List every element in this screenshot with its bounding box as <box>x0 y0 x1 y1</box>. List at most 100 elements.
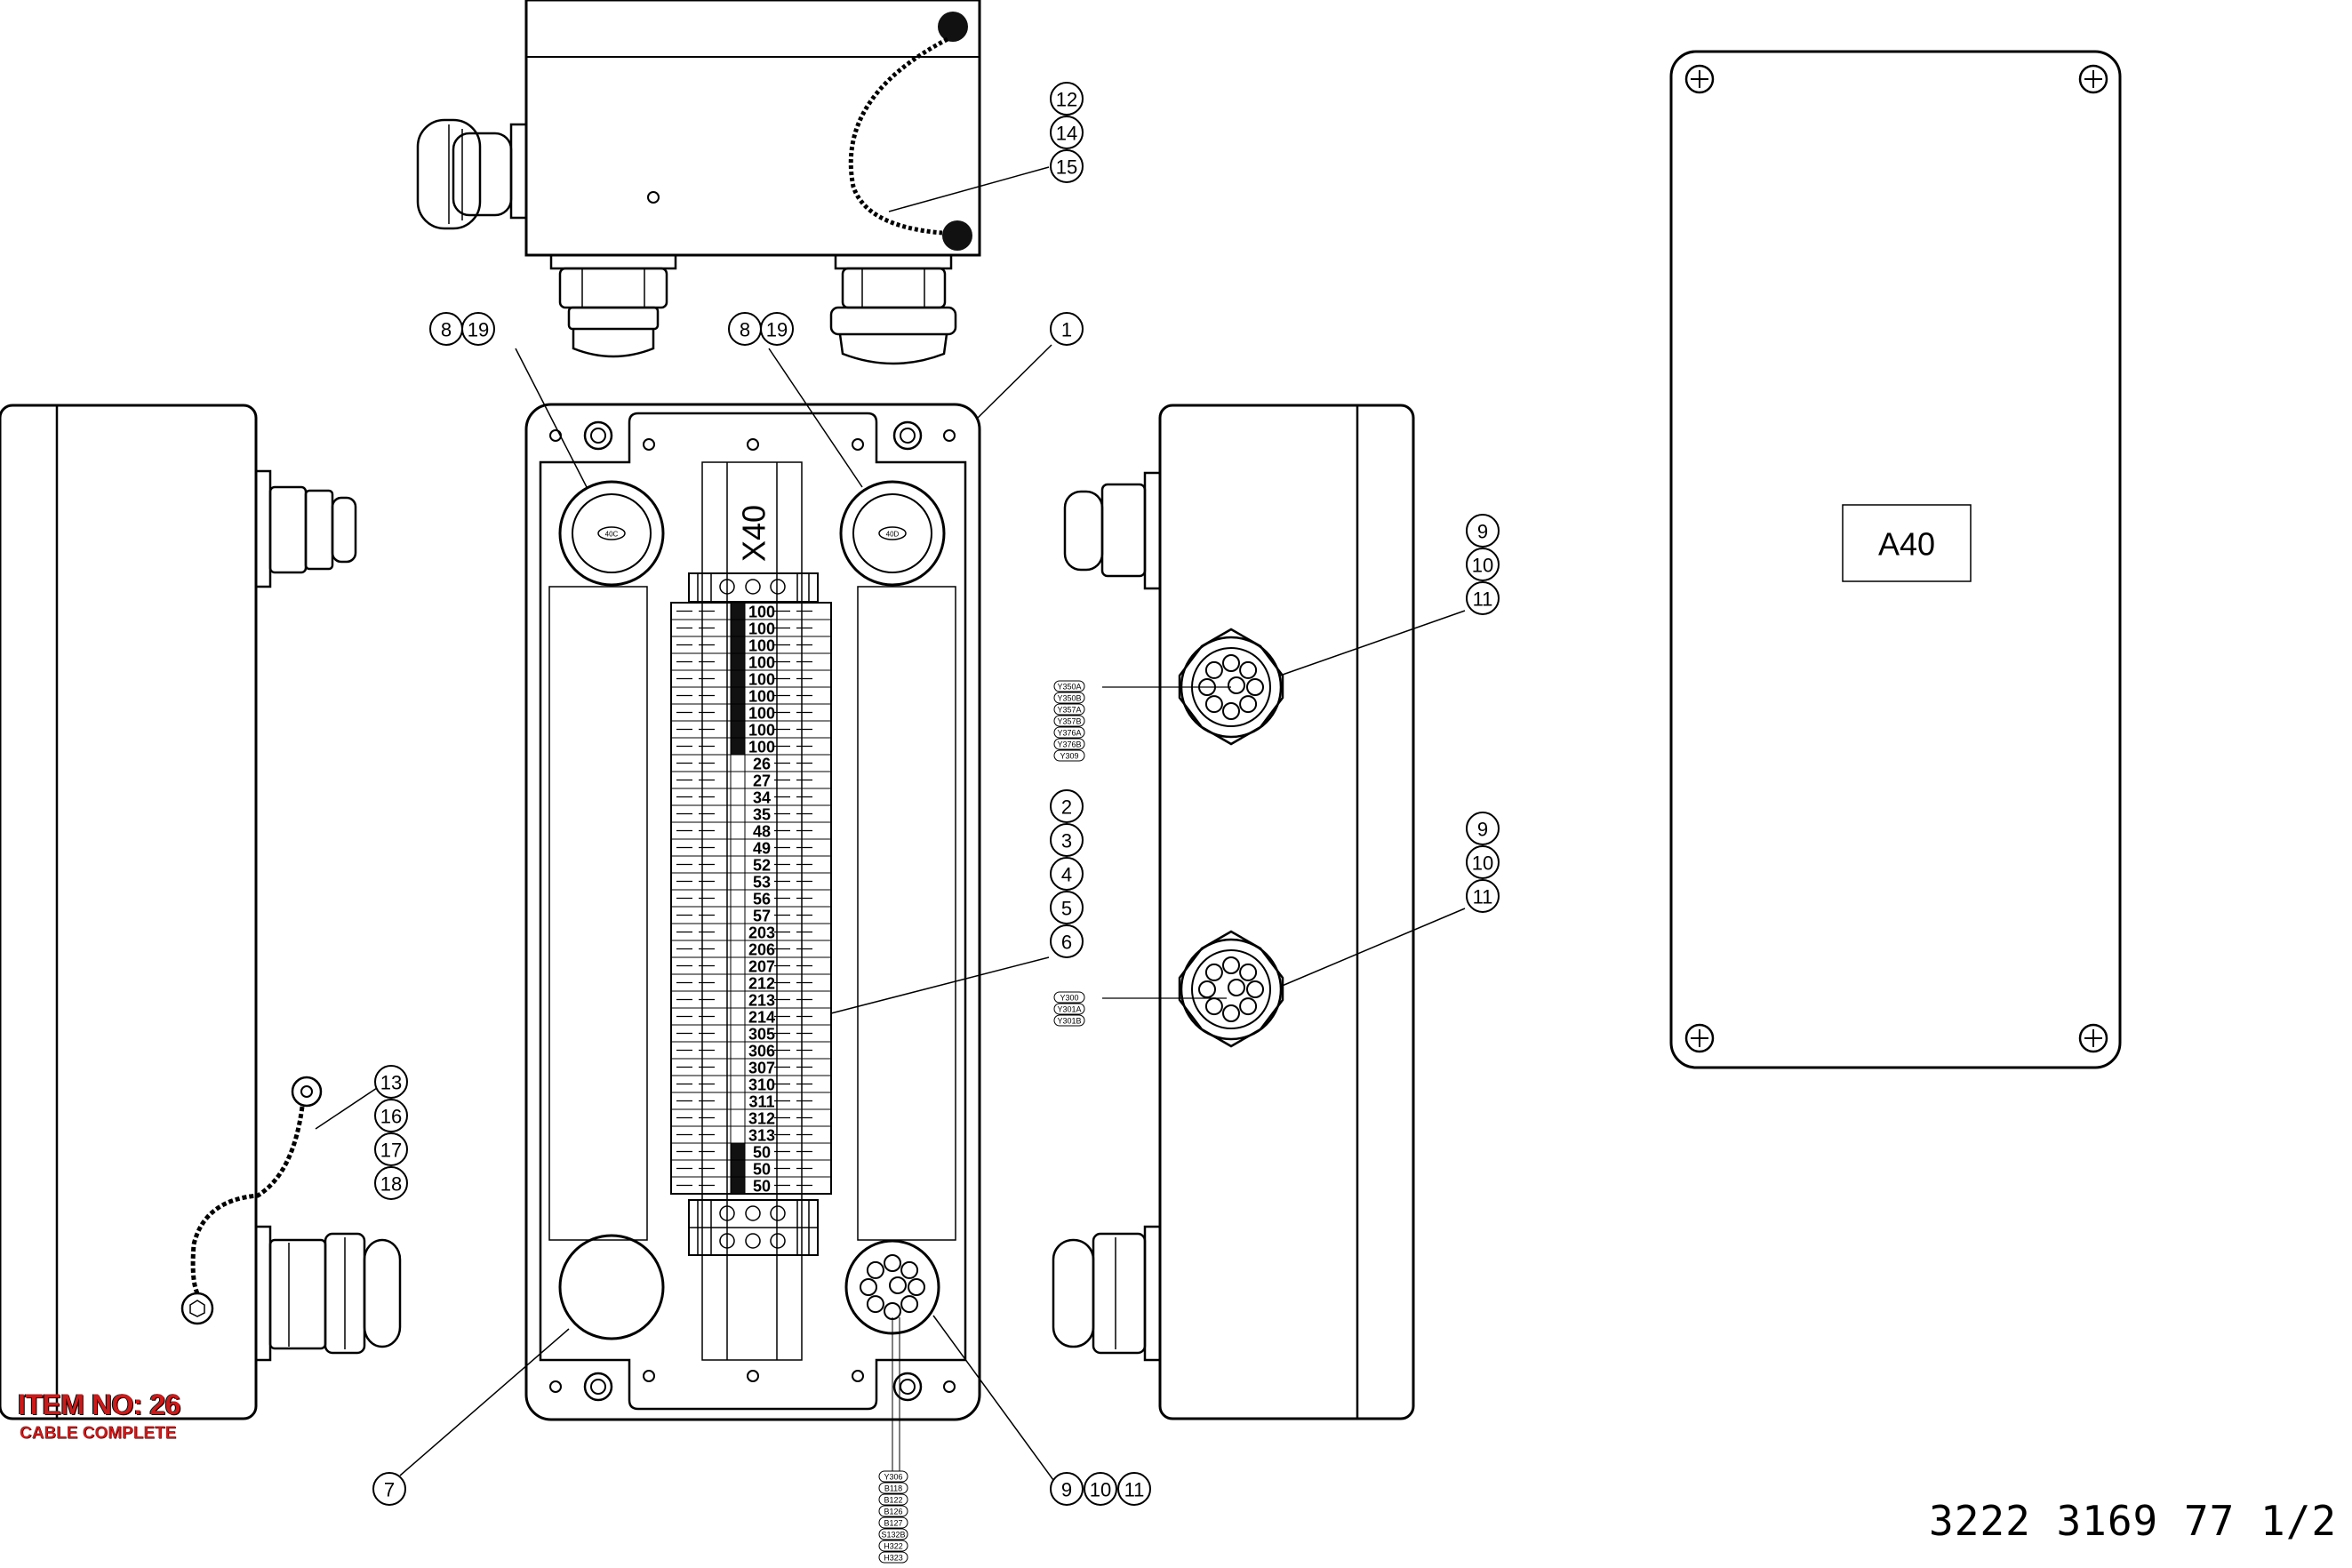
terminal-row: 213 <box>671 990 831 1010</box>
gland-label-left: 40C <box>605 531 619 539</box>
terminal-number: 50 <box>753 1178 771 1196</box>
terminal-number: 34 <box>753 789 771 807</box>
terminal-row: 100 <box>671 686 831 706</box>
item-balloon: 10 <box>1466 548 1500 581</box>
terminal-row: 100 <box>671 669 831 689</box>
balloon-number: 10 <box>1472 555 1493 577</box>
item-balloon: 10 <box>1466 845 1500 879</box>
terminal-row: 203 <box>671 923 831 942</box>
terminal-number: 49 <box>753 840 771 858</box>
balloon-number: 6 <box>1061 932 1072 954</box>
terminal-row: 307 <box>671 1058 831 1077</box>
terminal-row: 100 <box>671 602 831 621</box>
gland-hole <box>860 1278 877 1296</box>
item-balloon: 3 <box>1050 823 1084 857</box>
gland-hole <box>1239 963 1258 981</box>
terminal-row: 48 <box>671 821 831 841</box>
end-clamp-bottom <box>688 1199 819 1256</box>
wire-tag-label: B122 <box>884 1496 902 1505</box>
gland-hole <box>866 1295 884 1314</box>
terminal-row: 100 <box>671 652 831 672</box>
cover-screw-top-right <box>2078 64 2108 94</box>
terminal-row: 313 <box>671 1125 831 1145</box>
balloon-number: 4 <box>1061 864 1072 886</box>
terminal-row: 50 <box>671 1142 831 1162</box>
item-balloon: 18 <box>374 1166 408 1200</box>
terminal-number: 50 <box>753 1161 771 1179</box>
balloon-number: 11 <box>1473 588 1493 611</box>
gland-hole <box>1204 695 1223 714</box>
wire-tag-label: H322 <box>884 1542 903 1551</box>
terminal-number: 48 <box>753 823 771 841</box>
balloon-number: 9 <box>1477 521 1488 543</box>
terminal-row: 100 <box>671 703 831 723</box>
gland-hole <box>1246 678 1264 696</box>
terminal-row: 52 <box>671 855 831 875</box>
item-balloon: 9 <box>1466 514 1500 548</box>
wire-tag: H322 <box>878 1540 908 1552</box>
balloon-number: 19 <box>468 319 489 341</box>
balloon-number: 7 <box>384 1479 395 1501</box>
wire-tag: Y376B <box>1053 738 1085 750</box>
wire-tag: Y357A <box>1053 703 1085 716</box>
item-balloon: 8 <box>429 312 463 346</box>
wire-tag-label: Y357A <box>1057 706 1081 715</box>
gland-hole <box>900 1295 919 1314</box>
wire-tag: Y309 <box>1053 749 1085 762</box>
item-balloon: 16 <box>374 1099 408 1132</box>
terminal-number: 26 <box>753 756 771 773</box>
wire-tag: B122 <box>878 1493 908 1506</box>
balloon-number: 14 <box>1056 123 1077 145</box>
wire-tag-label: B127 <box>884 1519 902 1528</box>
right-view-lower-gland <box>1178 930 1284 1048</box>
wire-tag: H323 <box>878 1551 908 1564</box>
item-balloon: 7 <box>372 1472 406 1506</box>
item-balloon: 19 <box>760 312 794 346</box>
balloon-number: 19 <box>766 319 788 341</box>
terminal-row: 49 <box>671 838 831 858</box>
wire-tag: B127 <box>878 1516 908 1529</box>
balloon-number: 17 <box>380 1140 402 1162</box>
leader-lines <box>315 166 1466 1481</box>
item-description: CABLE COMPLETE <box>20 1424 177 1443</box>
gland-hole <box>1246 980 1264 998</box>
terminal-row: 57 <box>671 906 831 925</box>
terminal-number: 203 <box>748 924 775 942</box>
wire-tag: Y357B <box>1053 715 1085 727</box>
item-number-label: ITEM NO: 26 <box>18 1388 180 1420</box>
balloon-number: 11 <box>1124 1479 1145 1501</box>
front-view-enclosure: 1001001001001001001001001002627343548495… <box>524 403 981 1564</box>
wire-tag-label: Y301A <box>1057 1005 1081 1014</box>
terminal-row: 100 <box>671 636 831 655</box>
terminal-row: 311 <box>671 1092 831 1111</box>
terminal-number: 100 <box>748 620 775 638</box>
gland-hole <box>884 1302 901 1320</box>
wire-tag-label: Y357B <box>1057 717 1081 726</box>
terminal-row: 27 <box>671 771 831 790</box>
cover-label: A40 <box>1878 526 1935 563</box>
terminal-number: 310 <box>748 1076 775 1094</box>
gland-hole <box>1239 660 1258 679</box>
terminal-row: 312 <box>671 1108 831 1128</box>
terminal-row: 56 <box>671 889 831 908</box>
balloon-number: 2 <box>1061 796 1072 819</box>
item-balloon: 5 <box>1050 891 1084 924</box>
terminal-row: 214 <box>671 1007 831 1027</box>
terminal-number: 52 <box>753 857 771 875</box>
wire-tag-label: B118 <box>884 1484 902 1493</box>
terminal-number: 206 <box>748 941 775 959</box>
wire-tag: Y350B <box>1053 692 1085 704</box>
wire-tag-label: S132B <box>881 1531 905 1540</box>
terminal-row: 305 <box>671 1024 831 1044</box>
item-balloon: 17 <box>374 1132 408 1166</box>
balloon-number: 13 <box>380 1072 402 1094</box>
terminal-number: 53 <box>753 874 771 892</box>
item-balloon: 11 <box>1117 1472 1151 1506</box>
terminal-row: 34 <box>671 788 831 807</box>
wire-tag-label: B126 <box>884 1508 902 1516</box>
terminal-row: 53 <box>671 872 831 892</box>
